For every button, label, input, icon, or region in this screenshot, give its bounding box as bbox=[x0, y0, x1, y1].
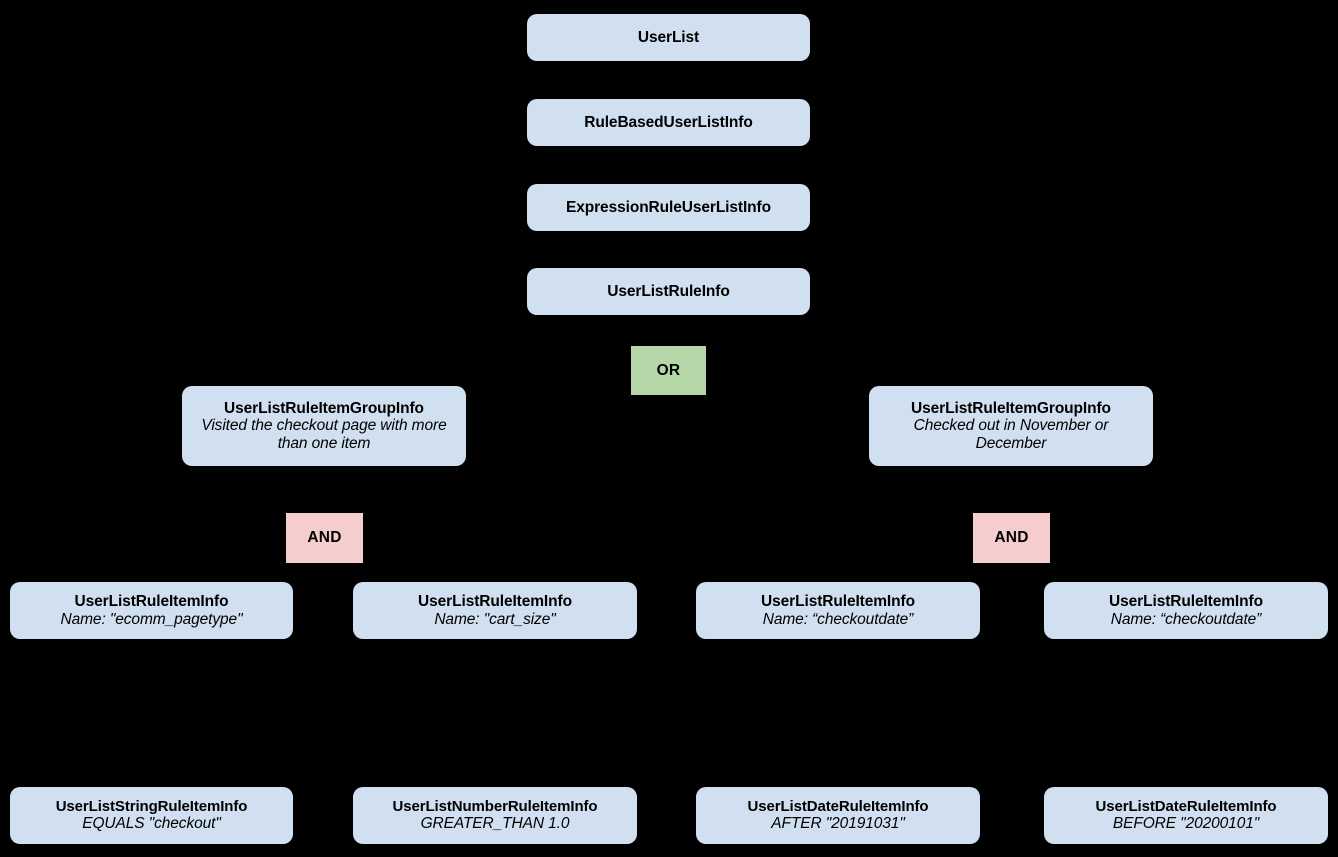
node-title: UserListRuleItemInfo bbox=[761, 592, 915, 610]
node-title: RuleBasedUserListInfo bbox=[584, 113, 753, 131]
operator-and-right[interactable]: AND bbox=[973, 513, 1050, 563]
node-group-left[interactable]: UserListRuleItemGroupInfo Visited the ch… bbox=[182, 386, 466, 466]
node-title: UserListRuleItemInfo bbox=[1109, 592, 1263, 610]
node-subtitle: BEFORE "20200101" bbox=[1112, 815, 1260, 833]
node-subtitle: EQUALS "checkout" bbox=[82, 815, 221, 833]
node-subtitle: Checked out in November or December bbox=[913, 417, 1109, 452]
node-subtitle: Name: “checkoutdate” bbox=[1110, 610, 1262, 628]
node-title: UserListStringRuleItemInfo bbox=[55, 798, 248, 816]
node-subtitle: GREATER_THAN 1.0 bbox=[420, 815, 570, 833]
operator-and-left[interactable]: AND bbox=[286, 513, 363, 563]
node-rule-item-3[interactable]: UserListRuleItemInfo Name: “checkoutdate… bbox=[696, 582, 980, 639]
node-user-list-rule-info[interactable]: UserListRuleInfo bbox=[527, 268, 810, 315]
operator-or[interactable]: OR bbox=[631, 346, 706, 395]
node-title: UserListRuleInfo bbox=[607, 282, 730, 300]
node-user-list[interactable]: UserList bbox=[527, 14, 810, 61]
node-title: ExpressionRuleUserListInfo bbox=[566, 198, 771, 216]
operator-label: OR bbox=[656, 361, 681, 379]
node-title: UserListRuleItemGroupInfo bbox=[911, 399, 1111, 417]
node-title: UserListNumberRuleItemInfo bbox=[392, 798, 598, 816]
node-subtitle: Name: "cart_size" bbox=[434, 610, 556, 628]
operator-label: AND bbox=[307, 529, 342, 547]
node-title: UserListRuleItemInfo bbox=[74, 592, 229, 610]
node-leaf-number-rule-item[interactable]: UserListNumberRuleItemInfo GREATER_THAN … bbox=[353, 787, 637, 844]
node-expression-rule-user-list-info[interactable]: ExpressionRuleUserListInfo bbox=[527, 184, 810, 231]
node-group-right[interactable]: UserListRuleItemGroupInfo Checked out in… bbox=[869, 386, 1153, 466]
node-rule-item-4[interactable]: UserListRuleItemInfo Name: “checkoutdate… bbox=[1044, 582, 1328, 639]
node-subtitle: Name: "ecomm_pagetype" bbox=[60, 610, 243, 628]
node-subtitle: Name: “checkoutdate” bbox=[762, 610, 914, 628]
node-leaf-date-rule-item-after[interactable]: UserListDateRuleItemInfo AFTER "20191031… bbox=[696, 787, 980, 844]
node-title: UserListDateRuleItemInfo bbox=[747, 798, 929, 816]
node-leaf-date-rule-item-before[interactable]: UserListDateRuleItemInfo BEFORE "2020010… bbox=[1044, 787, 1328, 844]
node-rule-based-user-list-info[interactable]: RuleBasedUserListInfo bbox=[527, 99, 810, 146]
node-rule-item-2[interactable]: UserListRuleItemInfo Name: "cart_size" bbox=[353, 582, 637, 639]
operator-label: AND bbox=[994, 529, 1029, 547]
node-leaf-string-rule-item[interactable]: UserListStringRuleItemInfo EQUALS "check… bbox=[10, 787, 293, 844]
node-title: UserList bbox=[637, 28, 700, 46]
node-title: UserListRuleItemInfo bbox=[418, 592, 572, 610]
node-subtitle: Visited the checkout page with more than… bbox=[201, 417, 447, 452]
node-title: UserListRuleItemGroupInfo bbox=[224, 399, 424, 417]
node-rule-item-1[interactable]: UserListRuleItemInfo Name: "ecomm_pagety… bbox=[10, 582, 293, 639]
node-subtitle: AFTER "20191031" bbox=[771, 815, 905, 833]
node-title: UserListDateRuleItemInfo bbox=[1095, 798, 1277, 816]
